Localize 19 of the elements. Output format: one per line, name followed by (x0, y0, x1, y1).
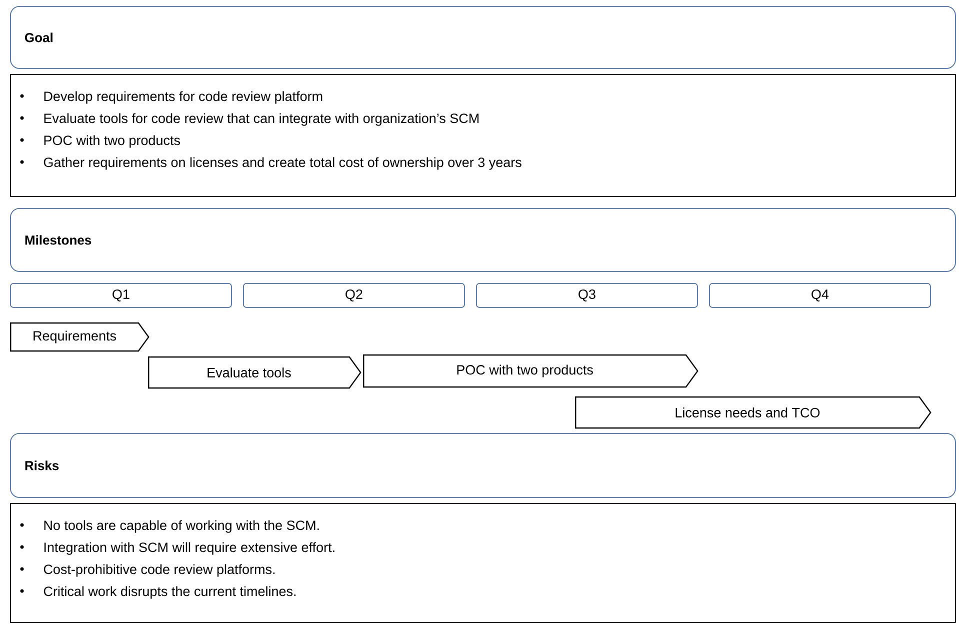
phase-bar: Requirements (10, 322, 150, 352)
bullet-text: POC with two products (44, 135, 180, 148)
bullet-text: No tools are capable of working with the SCM. (44, 520, 319, 533)
quarter-box: Q3 (476, 283, 698, 308)
bullet-text: Evaluate tools for code review that can integrate with organization’s SCM (44, 113, 479, 126)
quarter-box: Q1 (10, 283, 232, 308)
bullet-text: Develop requirements for code review platform (44, 91, 322, 104)
bullet-text: Integration with SCM will require extensive effort. (44, 542, 334, 555)
bullet-text: Critical work disrupts the current timelines. (44, 586, 296, 599)
phase-bar: POC with two products (363, 354, 698, 388)
phase-bar: License needs and TCO (575, 396, 932, 429)
section-header: Risks (10, 433, 956, 498)
section-header: Goal (10, 6, 956, 69)
quarter-box: Q4 (709, 283, 931, 308)
phase-bar: Evaluate tools (148, 356, 362, 389)
quarter-box: Q2 (243, 283, 465, 308)
bullet-text: Gather requirements on licenses and create total cost of ownership over 3 years (44, 157, 522, 170)
section-header: Milestones (10, 208, 956, 272)
bullet-text: Cost-prohibitive code review platforms. (44, 564, 275, 577)
